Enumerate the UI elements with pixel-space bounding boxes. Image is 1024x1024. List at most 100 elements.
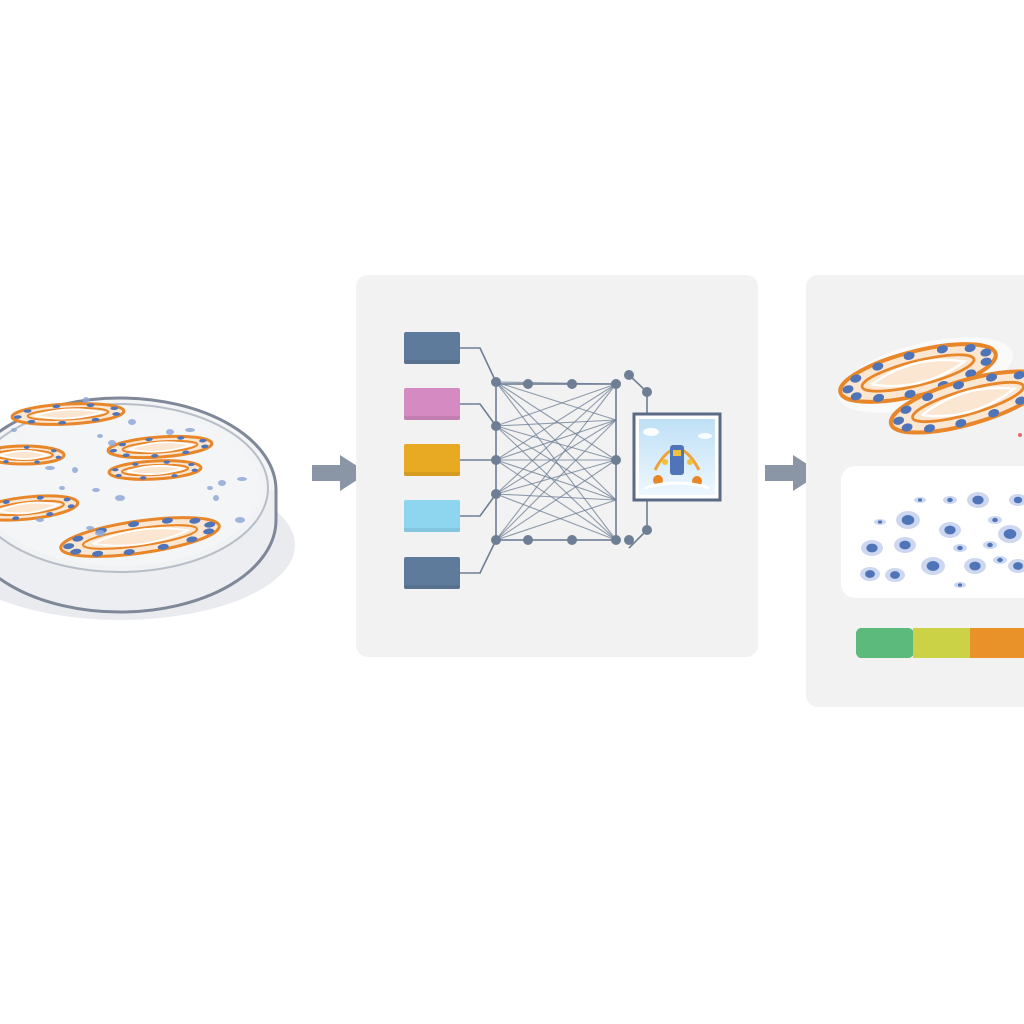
- scattered-nucleus: [97, 434, 103, 438]
- nucleus: [947, 497, 953, 503]
- cell-nucleus: [12, 516, 20, 521]
- nucleus: [926, 561, 940, 571]
- network-edge: [495, 383, 617, 495]
- nucleus: [992, 517, 998, 523]
- nucleus: [987, 542, 993, 548]
- cell-nucleus: [186, 536, 198, 543]
- cell-nucleus: [157, 543, 169, 550]
- scattered-nucleus: [128, 419, 136, 425]
- classified-nuclei: [860, 492, 1024, 588]
- scattered-nucleus: [95, 530, 105, 536]
- cell-nucleus: [122, 453, 130, 457]
- cell-nucleus: [903, 351, 915, 361]
- score-bar-segment: [856, 628, 914, 658]
- cell-nucleus: [842, 385, 854, 394]
- scattered-nucleus: [207, 486, 213, 490]
- nucleus: [972, 495, 984, 505]
- network-edge: [495, 419, 617, 495]
- cell-nucleus: [191, 468, 198, 472]
- cell-core: [92, 527, 191, 547]
- score-bar-cap: [856, 628, 866, 658]
- cell-nucleus: [132, 462, 139, 466]
- cell-nucleus: [988, 409, 1000, 418]
- input-block: [404, 500, 460, 532]
- nucleus: [877, 520, 883, 524]
- network-node: [491, 455, 501, 465]
- network-edge: [495, 419, 617, 427]
- network-node: [491, 535, 501, 545]
- cell-nucleus: [986, 373, 998, 382]
- cell: [0, 444, 66, 466]
- cell-nucleus: [46, 512, 54, 517]
- cell-nucleus: [13, 415, 22, 419]
- nucleus: [865, 570, 875, 578]
- network-edge: [495, 459, 617, 495]
- results-panel: [806, 275, 1024, 707]
- scattered-nucleus: [237, 477, 247, 481]
- cell-nucleus: [3, 459, 9, 464]
- cell: [107, 459, 203, 481]
- cell-nucleus: [123, 549, 135, 556]
- network-edge: [495, 425, 617, 541]
- cell-nucleus: [58, 420, 67, 425]
- network-node: [611, 535, 621, 545]
- cell-nucleus: [67, 504, 75, 509]
- cell-nucleus: [72, 535, 84, 542]
- cell-nucleus: [23, 409, 32, 413]
- scattered-nucleus: [166, 429, 174, 435]
- network-edge: [495, 499, 617, 541]
- nucleus: [1013, 562, 1023, 570]
- cell-nucleus: [873, 393, 885, 403]
- cell-nucleus: [23, 445, 30, 450]
- score-bar: [856, 628, 1024, 658]
- input-block-shadow: [404, 528, 460, 532]
- cell-nucleus: [51, 449, 57, 453]
- scattered-nucleus: [86, 526, 94, 530]
- output-connector: [628, 500, 648, 549]
- nucleus: [917, 498, 923, 502]
- network-edge: [495, 459, 617, 541]
- network-edge: [495, 425, 617, 461]
- network-node: [567, 379, 577, 389]
- cell-nucleus: [171, 474, 178, 478]
- cell-core: [0, 501, 61, 515]
- nucleus: [866, 543, 878, 553]
- network-node: [491, 489, 501, 499]
- input-connector: [460, 539, 497, 574]
- arrow-right-icon: [312, 455, 368, 491]
- scattered-nucleus: [83, 397, 89, 403]
- cell-nucleus: [110, 406, 119, 411]
- input-block-shadow: [404, 585, 460, 589]
- network-edge: [495, 493, 617, 541]
- network-edge: [495, 419, 617, 541]
- cell-nucleus: [1013, 371, 1024, 380]
- cell-nucleus: [52, 404, 61, 409]
- nucleus: [899, 540, 911, 550]
- input-block-shadow: [404, 472, 460, 476]
- cell: [106, 434, 214, 460]
- input-block: [404, 332, 460, 364]
- scattered-nucleus: [218, 480, 226, 486]
- network-edge: [495, 381, 617, 501]
- cell-nucleus: [936, 345, 948, 354]
- cell-core: [870, 358, 968, 388]
- petri-dish: [0, 396, 295, 620]
- cell-membrane: [888, 369, 1024, 435]
- cell-nucleus: [63, 497, 71, 502]
- network-edge: [495, 383, 617, 541]
- input-block-shadow: [404, 416, 460, 420]
- cell-core: [921, 386, 1018, 418]
- cell-nucleus: [965, 369, 977, 378]
- cell-core: [34, 408, 106, 420]
- network-edge: [495, 425, 617, 501]
- nucleus: [957, 583, 963, 587]
- cell-nucleus: [922, 392, 934, 402]
- cell-nucleus: [91, 417, 100, 422]
- output-image: [632, 412, 722, 502]
- model-panel: [356, 275, 758, 657]
- cell-nucleus: [204, 521, 216, 528]
- network-node: [491, 421, 501, 431]
- cell-core: [0, 450, 51, 460]
- cell-membrane: [0, 444, 66, 466]
- input-block: [404, 388, 460, 420]
